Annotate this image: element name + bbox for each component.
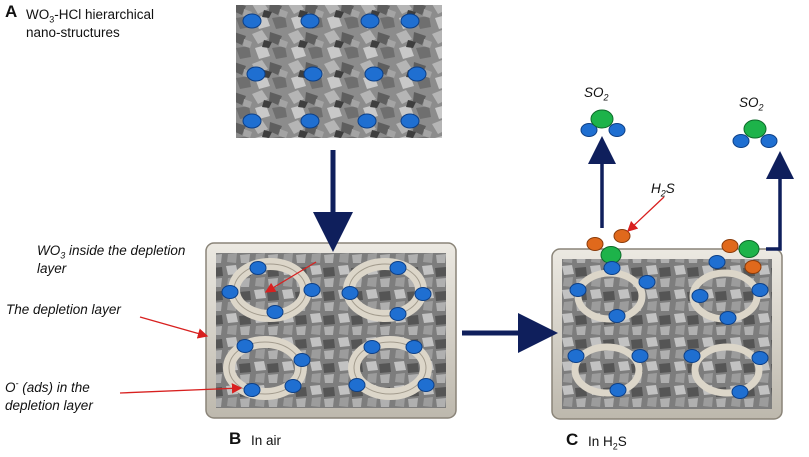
label-depletion-layer: The depletion layer xyxy=(6,302,121,317)
h2s-molecule-right xyxy=(708,239,762,274)
depletion-ring xyxy=(223,336,307,400)
label-so2-left: SO2 xyxy=(584,85,609,103)
oxygen-ion-group-c xyxy=(567,275,769,399)
depletion-ring xyxy=(691,343,763,397)
label-oads: O- (ads) in the xyxy=(5,378,90,395)
so2-molecule-right xyxy=(732,119,778,148)
label-so2-right: SO2 xyxy=(739,95,764,113)
pointer-depletion-layer xyxy=(139,316,209,339)
panel-b-letter: B xyxy=(229,429,242,448)
depletion-ring xyxy=(571,343,643,397)
panel-c-letter: C xyxy=(566,430,579,449)
oxygen-ion-group-a xyxy=(242,13,427,129)
depletion-ring xyxy=(348,336,432,400)
panel-c-texture xyxy=(562,259,772,409)
panel-a-title-line2: nano-structures xyxy=(26,25,120,40)
pointer-oads xyxy=(119,383,243,394)
so2-molecule-left xyxy=(580,109,626,137)
pointer-wo3-inside xyxy=(264,261,317,293)
arrow-release-right xyxy=(766,151,794,251)
panel-a-title: WO3-HCl hierarchical xyxy=(26,7,155,25)
oxygen-ion-group-b xyxy=(221,261,435,397)
label-wo3-inside: WO3 inside the depletion xyxy=(37,243,186,261)
panel-b-texture xyxy=(216,253,446,408)
label-wo3-inside-line2: layer xyxy=(37,261,67,276)
h2s-molecule-left xyxy=(586,229,631,275)
pointer-h2s xyxy=(627,196,665,232)
label-oads-line2: depletion layer xyxy=(5,398,93,413)
panel-b-caption: In air xyxy=(251,433,282,448)
panel-a-letter: A xyxy=(5,2,18,21)
label-h2s: H2S xyxy=(651,181,675,199)
panel-c-caption: In H2S xyxy=(588,434,627,452)
